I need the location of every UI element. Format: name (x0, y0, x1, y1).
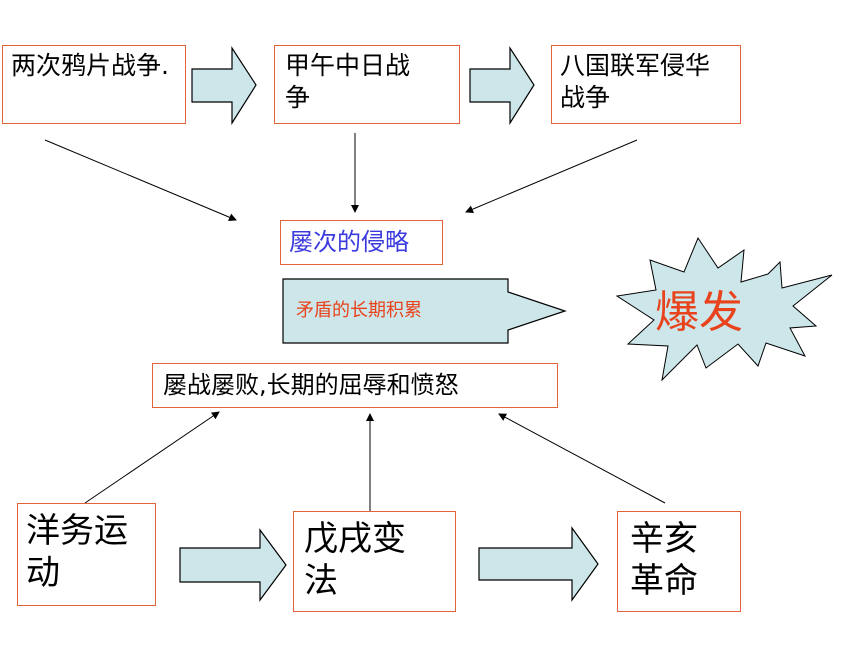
revolution-label: 辛亥革命 (630, 519, 698, 601)
humiliation-box: 屡战屡败,长期的屈辱和愤怒 (152, 363, 558, 408)
opium-war-box: 两次鸦片战争. (2, 45, 186, 124)
eight-nation-war-box: 八国联军侵华战争 (551, 45, 741, 124)
aggression-box: 屡次的侵略 (280, 220, 443, 265)
block-arrow-opium-to-sinojapanese (191, 45, 257, 126)
reform-label: 戊戌变法 (304, 519, 406, 601)
aggression-label: 屡次的侵略 (289, 228, 409, 256)
sino-japanese-war-label: 甲午中日战争 (285, 51, 411, 112)
reform-box: 戊戌变法 (293, 511, 456, 612)
eight-nation-war-label: 八国联军侵华战争 (560, 51, 711, 112)
eruption-label: 爆发 (655, 287, 743, 338)
humiliation-label: 屡战屡败,长期的屈辱和愤怒 (163, 371, 459, 399)
contradiction-label: 矛盾的长期积累 (296, 300, 422, 321)
sino-japanese-war-box: 甲午中日战争 (274, 45, 460, 124)
block-arrow-sinojapanese-to-eightnation (469, 45, 535, 126)
arrow-eightnation-to-aggression (465, 139, 638, 213)
westernization-box: 洋务运动 (17, 503, 156, 606)
revolution-box: 辛亥革命 (617, 511, 741, 612)
block-arrow-reform-to-revolution (478, 526, 599, 602)
opium-war-label: 两次鸦片战争. (11, 51, 169, 80)
westernization-label: 洋务运动 (26, 511, 128, 593)
eruption-burst (615, 236, 833, 382)
block-arrow-westernization-to-reform (179, 528, 287, 602)
block-arrow-contradiction (282, 278, 567, 344)
arrow-westernization-to-humiliation (84, 411, 220, 504)
arrow-opium-to-aggression (44, 139, 237, 221)
arrow-revolution-to-humiliation (498, 413, 666, 504)
